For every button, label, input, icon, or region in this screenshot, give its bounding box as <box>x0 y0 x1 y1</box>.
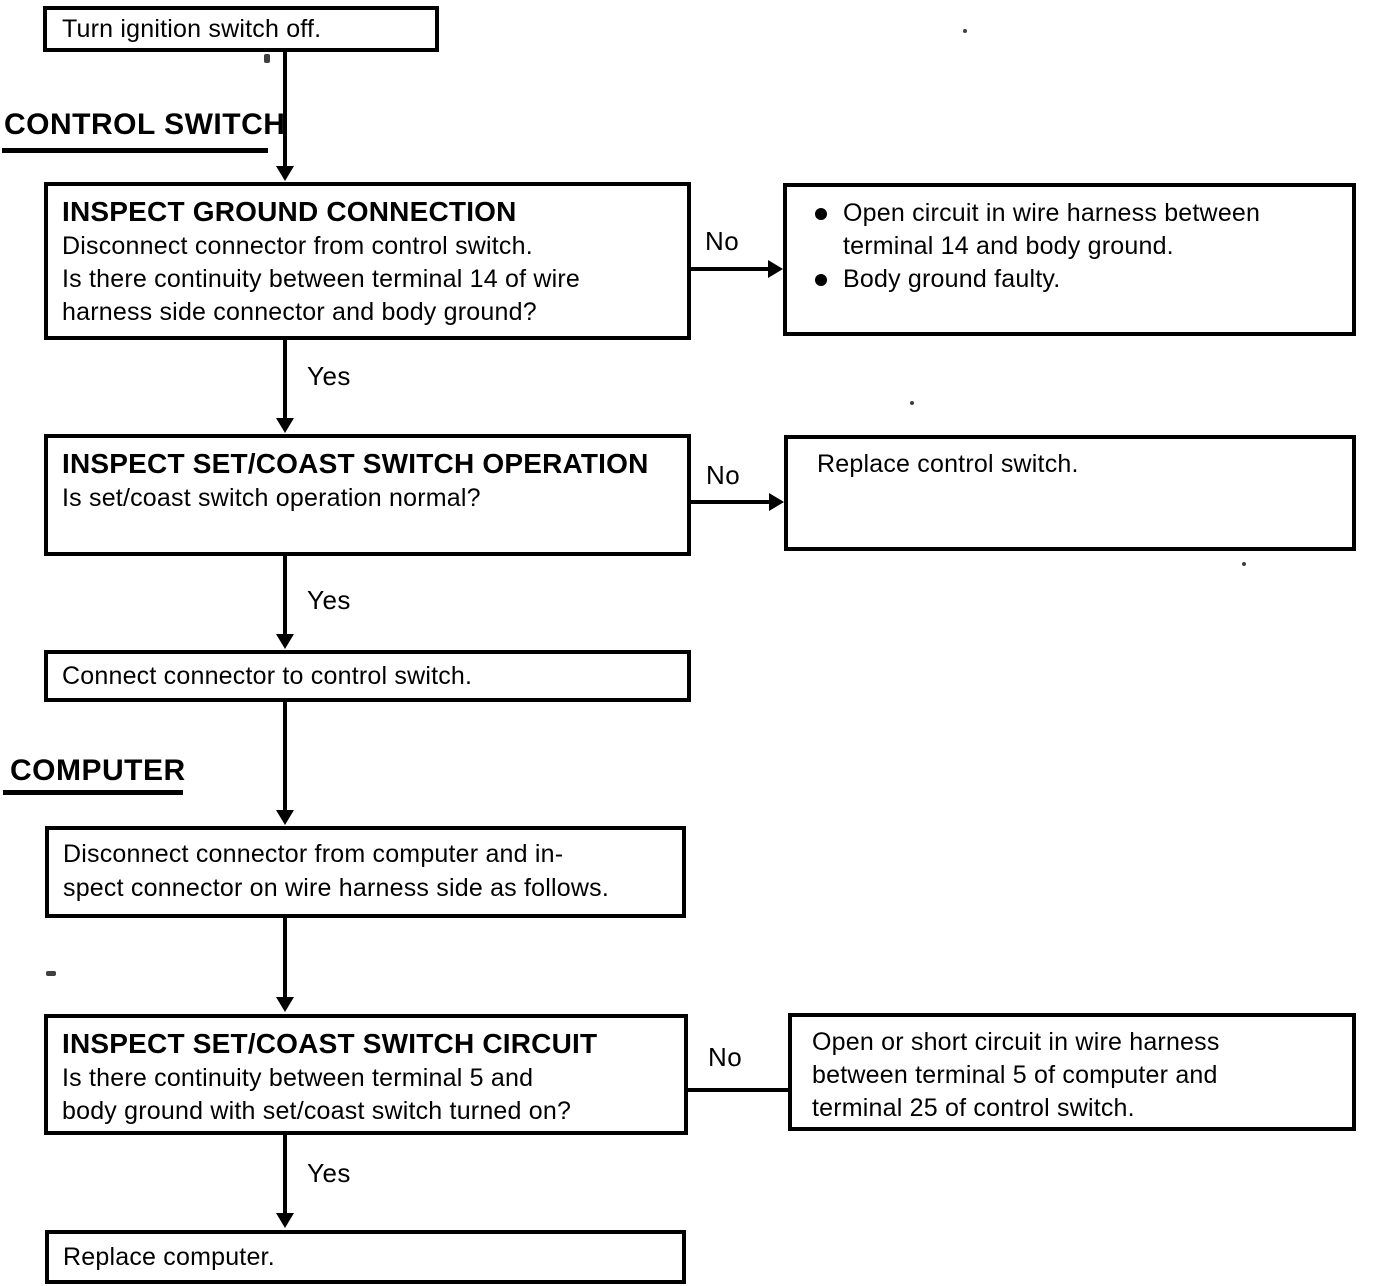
arrowhead-down-icon <box>276 634 294 649</box>
box-text: Turn ignition switch off. <box>62 14 322 43</box>
arrowhead-right-icon <box>769 493 784 511</box>
no-label: No <box>705 226 740 256</box>
section-label-control-switch: CONTROL SWITCH <box>4 108 286 141</box>
arrowhead-down-icon <box>276 997 294 1012</box>
box-text: Connect connector to control switch. <box>62 661 473 690</box>
connector-line <box>688 1088 788 1092</box>
box-text-line: Disconnect connector from computer and i… <box>63 840 564 868</box>
scan-speck <box>910 401 914 405</box>
flow-box-inspect-ground: INSPECT GROUND CONNECTION Disconnect con… <box>44 182 691 340</box>
yes-label: Yes <box>307 361 351 391</box>
bullet-icon <box>815 208 827 220</box>
box-title: INSPECT SET/COAST SWITCH OPERATION <box>62 448 649 479</box>
flow-box-replace-control-switch: Replace control switch. <box>784 435 1356 551</box>
box-text-line: terminal 14 and body ground. <box>843 232 1174 260</box>
flow-box-connect-connector: Connect connector to control switch. <box>44 650 691 702</box>
box-text-line: Is there continuity between terminal 5 a… <box>62 1064 534 1092</box>
arrowhead-down-icon <box>276 166 294 181</box>
box-text-line: Disconnect connector from control switch… <box>62 232 533 260</box>
connector-line <box>691 267 768 271</box>
connector-line <box>283 918 287 998</box>
connector-line <box>691 500 769 504</box>
box-title: INSPECT SET/COAST SWITCH CIRCUIT <box>62 1028 598 1059</box>
connector-line <box>283 702 287 812</box>
flow-box-replace-computer: Replace computer. <box>45 1230 686 1284</box>
scan-speck <box>1242 562 1246 566</box>
box-text-line: between terminal 5 of computer and <box>812 1061 1218 1089</box>
box-text: Replace control switch. <box>817 450 1079 478</box>
arrowhead-down-icon <box>276 810 294 825</box>
flow-box-set-coast-circuit: INSPECT SET/COAST SWITCH CIRCUIT Is ther… <box>44 1014 688 1135</box>
bullet-icon <box>815 274 827 286</box>
flow-box-start: Turn ignition switch off. <box>43 6 439 52</box>
scan-speck <box>963 29 967 33</box>
box-text-line: harness side connector and body ground? <box>62 298 537 326</box>
flow-box-set-coast-operation: INSPECT SET/COAST SWITCH OPERATION Is se… <box>44 434 691 556</box>
yes-label: Yes <box>307 1158 351 1188</box>
arrowhead-down-icon <box>276 418 294 433</box>
connector-line <box>283 340 287 420</box>
scan-speck <box>46 971 56 976</box>
connector-line <box>283 556 287 636</box>
arrowhead-down-icon <box>276 1213 294 1228</box>
flow-box-ground-result: Open circuit in wire harness between ter… <box>783 183 1356 336</box>
box-text: Replace computer. <box>63 1242 275 1271</box>
box-text-line: Body ground faulty. <box>843 265 1061 293</box>
box-title: INSPECT GROUND CONNECTION <box>62 196 517 227</box>
box-text-line: terminal 25 of control switch. <box>812 1094 1135 1122</box>
box-text-line: spect connector on wire harness side as … <box>63 874 609 902</box>
section-underline <box>3 790 183 795</box>
no-label: No <box>708 1042 743 1072</box>
box-text-line: Is set/coast switch operation normal? <box>62 484 481 512</box>
box-text-line: Is there continuity between terminal 14 … <box>62 265 580 293</box>
arrowhead-right-icon <box>768 260 783 278</box>
section-underline <box>2 148 268 153</box>
connector-line <box>283 50 287 168</box>
box-text-line: Open or short circuit in wire harness <box>812 1028 1220 1056</box>
connector-line <box>283 1135 287 1215</box>
flow-box-disconnect-computer: Disconnect connector from computer and i… <box>45 826 686 918</box>
box-text-line: body ground with set/coast switch turned… <box>62 1097 572 1125</box>
no-label: No <box>706 460 741 490</box>
scan-speck <box>264 54 270 63</box>
yes-label: Yes <box>307 585 351 615</box>
section-label-computer: COMPUTER <box>10 754 186 787</box>
flow-box-circuit-result: Open or short circuit in wire harness be… <box>788 1013 1356 1131</box>
box-text-line: Open circuit in wire harness between <box>843 199 1261 227</box>
